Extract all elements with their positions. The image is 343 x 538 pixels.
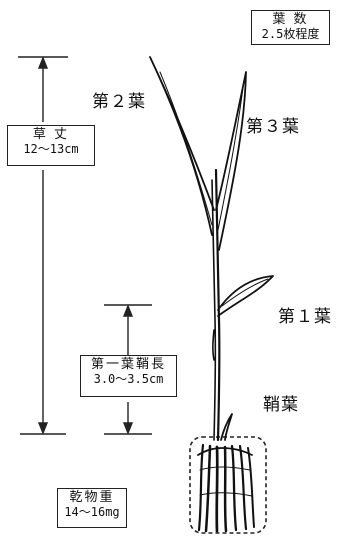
- plant-height-title: 草 丈: [11, 128, 91, 143]
- dry-weight-value: 14～16mg: [61, 506, 123, 520]
- leaf-1-vein: [222, 279, 268, 306]
- root-2: [206, 446, 210, 531]
- plant-height-up-arrow: [39, 58, 47, 68]
- leaf-count-title: 葉 数: [255, 13, 326, 28]
- root-5: [232, 446, 236, 530]
- root-6: [240, 446, 246, 529]
- leaf-1: [218, 276, 273, 316]
- leaf-2-label: 第２葉: [92, 93, 146, 113]
- first-sheath-value: 3.0～3.5cm: [84, 373, 173, 387]
- leaf-2: [150, 57, 214, 235]
- coleoptile: [221, 414, 232, 440]
- leaf-count-box: 葉 数 2.5枚程度: [251, 10, 330, 45]
- leaf-1-label: 第１葉: [278, 308, 332, 328]
- root-7: [248, 448, 254, 527]
- first-sheath-title: 第一葉鞘長: [84, 358, 173, 373]
- roots: [198, 445, 254, 531]
- plant-height-box: 草 丈 12～13cm: [7, 125, 95, 166]
- leaf-3-vein: [218, 88, 243, 230]
- first-sheath-up-arrow: [124, 306, 132, 316]
- coleoptile-label: 鞘葉: [263, 396, 299, 416]
- dry-weight-title: 乾物重: [61, 491, 123, 506]
- stem-inner: [212, 180, 215, 440]
- root-4: [225, 447, 226, 531]
- plant-height-value: 12～13cm: [11, 143, 91, 157]
- plant-height-down-arrow: [39, 423, 47, 433]
- leaf-count-value: 2.5枚程度: [255, 28, 326, 42]
- plant-height-dimension: [18, 57, 68, 434]
- first-sheath-box: 第一葉鞘長 3.0～3.5cm: [80, 355, 177, 397]
- leaf-3-label: 第３葉: [246, 118, 300, 138]
- dry-weight-box: 乾物重 14～16mg: [57, 488, 127, 528]
- first-sheath-down-arrow: [124, 423, 132, 433]
- root-3: [217, 447, 218, 531]
- root-1: [199, 445, 203, 530]
- first-sheath-joint: [213, 330, 214, 360]
